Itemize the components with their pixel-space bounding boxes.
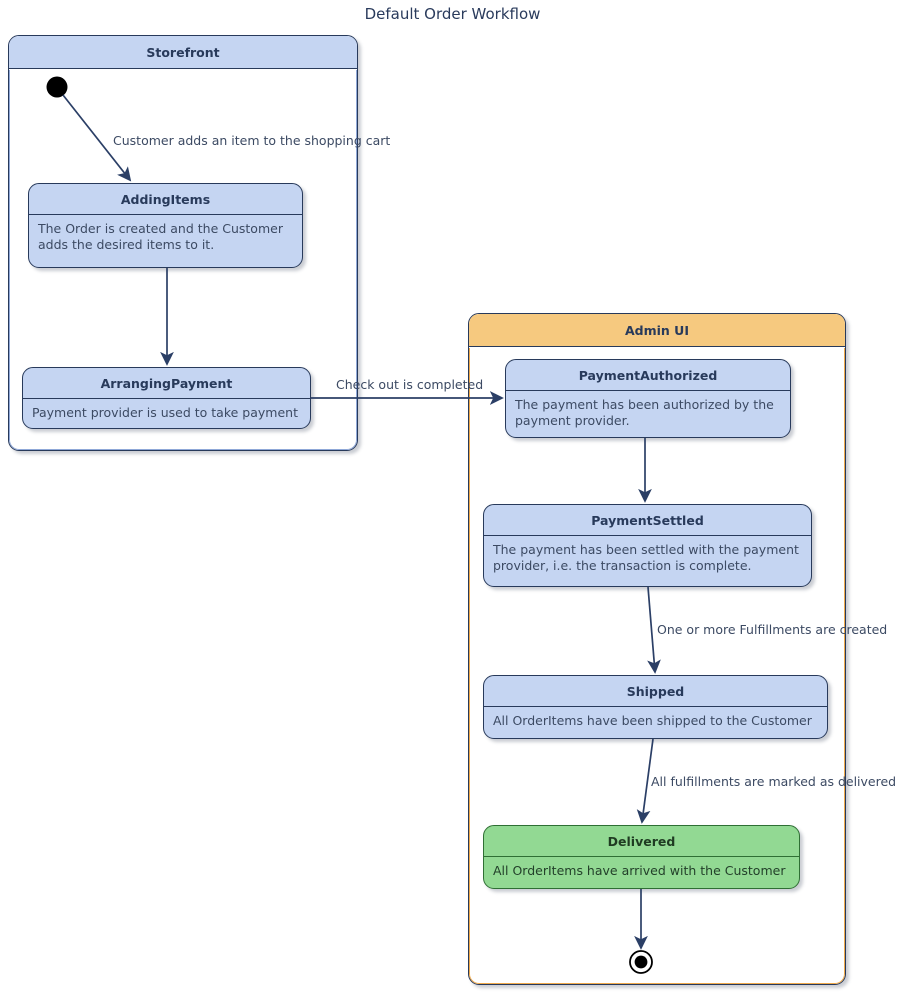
state-arranging-payment-title: ArrangingPayment [23,368,310,399]
edge-label-shipped-to-delivered: All fulfillments are marked as delivered [651,774,897,789]
edge-shipped-to-delivered [636,738,654,824]
state-payment-authorized[interactable]: PaymentAuthorized The payment has been a… [505,359,791,438]
initial-state-marker [46,76,68,98]
state-adding-items-description: The Order is created and the Customer ad… [38,221,283,252]
state-payment-authorized-description: The payment has been authorized by the p… [515,397,774,428]
state-delivered[interactable]: Delivered All OrderItems have arrived wi… [483,825,800,889]
state-adding-items-title: AddingItems [29,184,302,215]
state-delivered-description: All OrderItems have arrived with the Cus… [493,863,786,878]
edge-label-arranging-payment-to-payment-authorized: Check out is completed [336,377,484,392]
composite-admin-ui-label: Admin UI [469,314,845,347]
final-state-marker [629,950,653,974]
state-arranging-payment[interactable]: ArrangingPayment Payment provider is use… [22,367,311,429]
state-payment-settled-description: The payment has been settled with the pa… [493,542,799,573]
state-shipped-description: All OrderItems have been shipped to the … [493,713,812,728]
state-shipped[interactable]: Shipped All OrderItems have been shipped… [483,675,828,739]
state-adding-items[interactable]: AddingItems The Order is created and the… [28,183,303,268]
state-payment-settled[interactable]: PaymentSettled The payment has been sett… [483,504,812,587]
state-payment-settled-title: PaymentSettled [484,505,811,536]
page-title: Default Order Workflow [364,5,541,23]
state-payment-authorized-title: PaymentAuthorized [506,360,790,391]
edge-label-start-to-adding-items: Customer adds an item to the shopping ca… [113,133,391,148]
state-delivered-title: Delivered [484,826,799,857]
edge-start-to-adding-items [62,94,132,182]
edge-payment-settled-to-shipped [647,586,661,674]
composite-storefront-label: Storefront [9,36,357,69]
state-arranging-payment-description: Payment provider is used to take payment [32,405,298,420]
edge-label-payment-settled-to-shipped: One or more Fulfillments are created [657,622,888,637]
state-shipped-title: Shipped [484,676,827,707]
